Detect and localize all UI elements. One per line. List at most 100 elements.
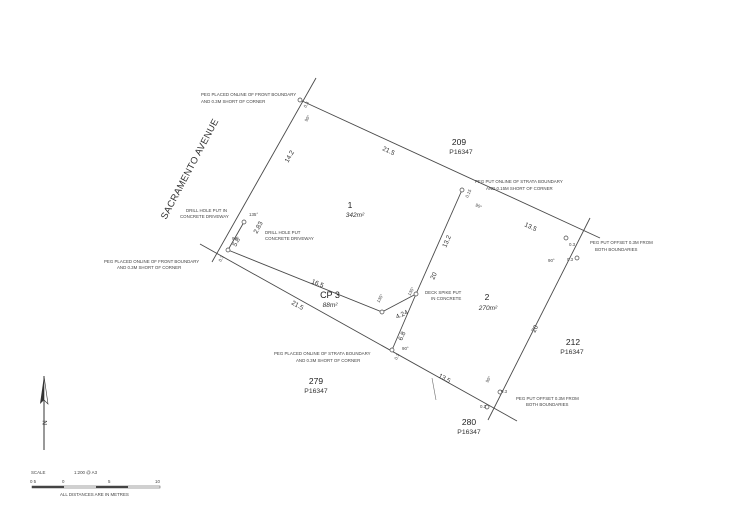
survey-notes: PEG PLACED ONLINE OF FRONT BOUNDARY AND … [104, 92, 653, 407]
street-name: SACRAMENTO AVENUE [159, 117, 222, 221]
scale-ratio: 1:200 @ A3 [74, 470, 98, 475]
dim-top-front: 14.2 [284, 149, 297, 164]
peg-marker [379, 309, 385, 315]
dim-divider-upper: 13.2 [441, 234, 453, 249]
note-drill-hole-1-line2: CONCRETE DRIVEWAY [180, 214, 229, 219]
north-label: N [42, 420, 49, 425]
dim-driveway: 16.5 [310, 278, 325, 289]
north-arrow: N [40, 375, 49, 450]
offset-front-peg: 0.3 [217, 254, 225, 262]
peg-marker [497, 389, 503, 395]
scale-tick: 0 5 [30, 479, 37, 484]
scale-bar-segment [32, 486, 64, 488]
peg-marker [389, 347, 395, 353]
angle-top-left: 90° [304, 114, 312, 122]
note-peg-strata-bottom-line1: PEG PLACED ONLINE OF STRATA BOUNDARY [274, 351, 371, 356]
offset-labels: 0.3 0.15 0.3 0.3 0.3 0.3 0.3 0.3 [217, 100, 575, 409]
dim-diagonal: 4.24 [395, 309, 410, 321]
dim-right-top: 13.5 [523, 221, 538, 233]
driveway-line [227, 249, 383, 313]
offset-corner-peg-2: 0.3 [480, 404, 487, 409]
north-arrow-head-right [43, 375, 49, 405]
peg-marker [225, 247, 231, 253]
divider-line [415, 189, 463, 295]
dim-bottom-short: 6.8 [397, 330, 407, 341]
scale-tick: 5 [108, 479, 111, 484]
lot-212-plan: P16347 [560, 349, 584, 356]
note-drill-hole-2-line2: CONCRETE DRIVEWAY [265, 236, 314, 241]
scale-label: SCALE [31, 470, 45, 475]
note-peg-front-top-line2: AND 0.3M SHORT OF CORNER [201, 99, 265, 104]
offset-top-peg: 0.3 [303, 100, 311, 108]
neighbour-labels: 209 P16347 212 P16347 279 P16347 280 P16… [304, 137, 584, 436]
angle-bottom-90: 90° [402, 346, 409, 351]
front-boundary-line [211, 77, 317, 263]
offset-right-peg-1: 0.3 [569, 242, 576, 247]
bottom-boundary-line [199, 243, 518, 422]
angle-front-left: 90° [232, 236, 239, 241]
note-drill-hole-2-line1: DRILL HOLE PUT [265, 230, 301, 235]
lot-209-plan: P16347 [449, 149, 473, 156]
north-arrow-head-left [40, 376, 44, 404]
dim-front-short: 5.8 [232, 236, 243, 248]
dim-front-angle-side: 2.83 [253, 220, 265, 235]
lot-209-number: 209 [452, 137, 466, 147]
top-boundary-line [299, 99, 601, 239]
lot-2-area: 270m² [478, 305, 498, 312]
scale-bar: SCALE 1:200 @ A3 0 5 0 5 10 ALL DISTANCE… [30, 470, 160, 497]
offset-divider-peg: 0.15 [464, 188, 472, 198]
lot-1-area: 342m² [346, 212, 365, 219]
peg-marker [413, 291, 419, 297]
peg-marker [563, 235, 569, 241]
lot-212-number: 212 [566, 337, 580, 347]
note-peg-front-left-line2: AND 0.3M SHORT OF CORNER [117, 265, 181, 270]
boundary-lines [199, 77, 601, 422]
dim-rear: 20 [531, 324, 541, 334]
note-deck-spike-line2: IN CONCRETE [431, 296, 461, 301]
peg-marker [459, 187, 465, 193]
lot-279-plan: P16347 [304, 388, 328, 395]
lot-labels: 1 342m² 2 270m² CP 3 88m² [320, 200, 498, 312]
scale-tick: 10 [155, 479, 160, 484]
note-peg-offset-right-line1: PEG PUT OFFSET 0.3M FROM [590, 240, 653, 245]
offset-bottom-peg: 0.3 [393, 352, 400, 360]
lot-1-number: 1 [348, 200, 353, 210]
diagonal-line [381, 293, 417, 313]
note-peg-strata-top-line2: AND 0.15M SHORT OF CORNER [486, 186, 553, 191]
note-peg-front-left-line1: PEG PLACED ONLINE OF FRONT BOUNDARY [104, 259, 199, 264]
note-peg-offset-right-line2: BOTH BOUNDARIES [595, 247, 638, 252]
dim-top-boundary: 21.5 [381, 145, 396, 157]
angle-spike-135: 135° [407, 286, 416, 297]
front-chamfer-line [227, 221, 245, 251]
peg-marker [484, 404, 490, 410]
lot-280-number: 280 [462, 417, 476, 427]
neighbour-divider-line [431, 377, 437, 401]
note-peg-strata-bottom-line2: AND 0.3M SHORT OF CORNER [296, 358, 360, 363]
angle-mid-135: 135° [376, 293, 385, 304]
dimension-labels: 14.2 21.5 13.5 20 13.5 21.5 16.5 13.2 20… [232, 145, 541, 385]
peg-marker [574, 255, 580, 261]
angle-labels: 90° 90° 135° 135° 135° 90° 90° 90° 90° [232, 114, 555, 383]
scale-tick: 0 [62, 479, 65, 484]
pegs [225, 97, 580, 410]
note-drill-hole-1-line1: DRILL HOLE PUT IN [186, 208, 227, 213]
scale-note: ALL DISTANCES ARE IN METRES [60, 492, 129, 497]
angle-divider-90: 90° [475, 202, 483, 209]
note-peg-offset-bottom-line2: BOTH BOUNDARIES [526, 402, 569, 407]
cp-3-number: CP 3 [320, 290, 340, 300]
angle-front-135: 135° [249, 212, 258, 217]
dim-divider-lower: 20 [429, 271, 438, 281]
cp-3-area: 88m² [323, 302, 339, 309]
lot-279-number: 279 [309, 376, 323, 386]
note-peg-offset-bottom-line1: PEG PUT OFFSET 0.3M FROM [516, 396, 579, 401]
angle-right-corner: 90° [548, 258, 555, 263]
note-peg-front-top-line1: PEG PLACED ONLINE OF FRONT BOUNDARY [201, 92, 296, 97]
lot-280-plan: P16347 [457, 429, 481, 436]
rear-boundary-line [487, 217, 591, 421]
peg-marker [241, 219, 247, 225]
offset-right-peg-2: 0.3 [567, 257, 574, 262]
note-peg-strata-top-line1: PEG PUT ONLINE OF STRATA BOUNDARY [475, 179, 563, 184]
lot-2-number: 2 [485, 292, 490, 302]
angle-bottom-right: 90° [485, 375, 493, 383]
